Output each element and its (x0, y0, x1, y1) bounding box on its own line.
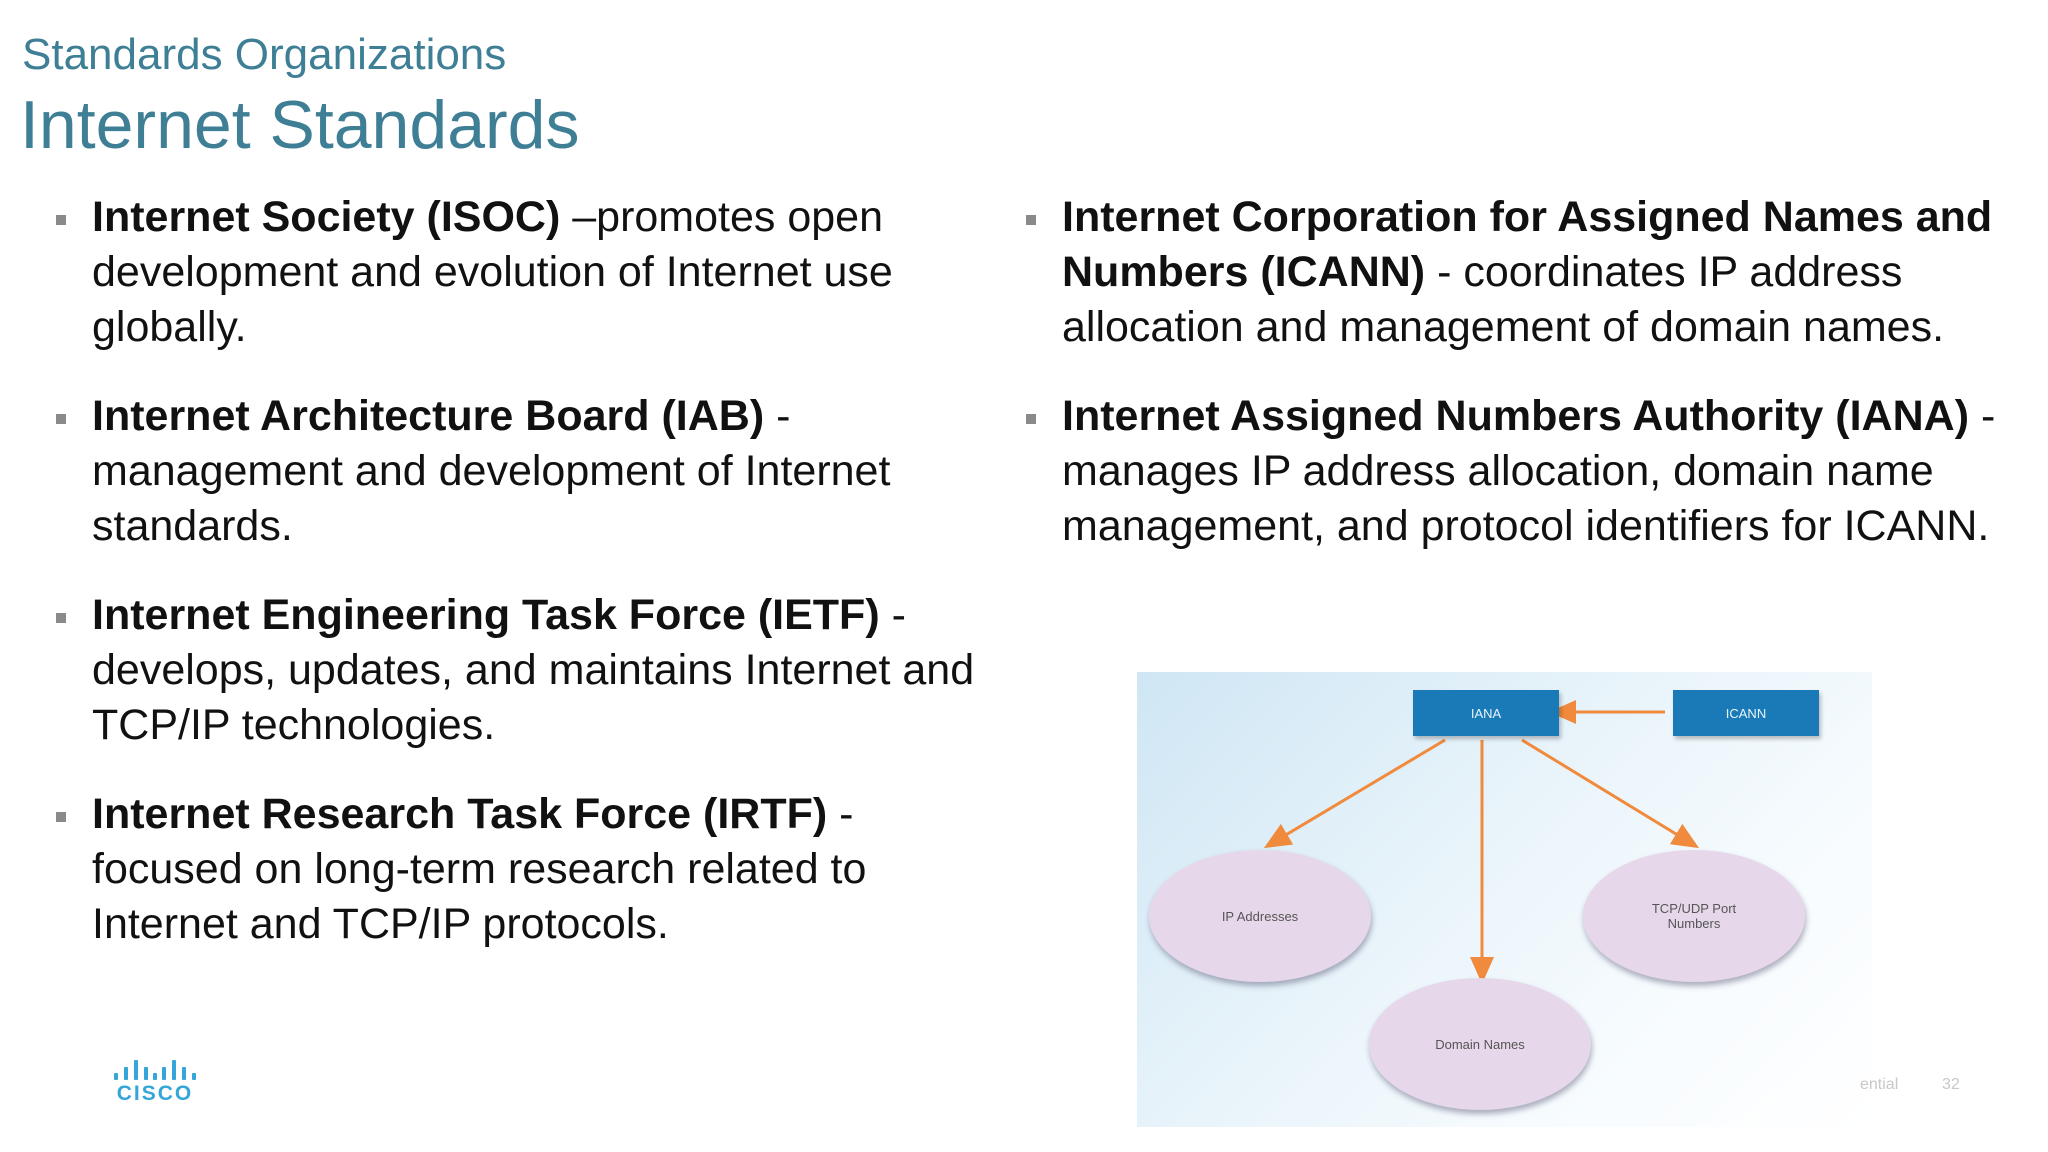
bullet-square-icon (1026, 414, 1036, 424)
bullet-square-icon (1026, 215, 1036, 225)
domain-names-node: Domain Names (1369, 978, 1591, 1110)
bullet-term: Internet Assigned Numbers Authority (IAN… (1062, 392, 1970, 440)
cisco-bars-icon (112, 1058, 198, 1080)
bullet-desc: –promotes open development and evolution… (92, 193, 893, 351)
footer-confidential: ential (1860, 1076, 1899, 1093)
bullet-iab: Internet Architecture Board (IAB) - mana… (52, 389, 982, 554)
bullet-square-icon (56, 414, 66, 424)
arrow-iana-to-ip (1263, 738, 1446, 849)
tcp-udp-port-numbers-node: TCP/UDP Port Numbers (1583, 850, 1805, 982)
cisco-logo-text: CISCO (116, 1082, 194, 1105)
right-bullet-list: Internet Corporation for Assigned Names … (1022, 190, 2002, 588)
icann-node: ICANN (1673, 690, 1819, 736)
cisco-logo: CISCO (112, 1058, 198, 1108)
ip-addresses-node: IP Addresses (1149, 850, 1371, 982)
bullet-square-icon (56, 812, 66, 822)
bullet-desc: - focused on long-term research related … (92, 790, 867, 948)
bullet-term: Internet Engineering Task Force (IETF) (92, 591, 880, 639)
bullet-term: Internet Research Task Force (IRTF) (92, 790, 828, 838)
bullet-desc: - management and development of Internet… (92, 392, 891, 550)
bullet-isoc: Internet Society (ISOC) –promotes open d… (52, 190, 982, 355)
bullet-term: Internet Architecture Board (IAB) (92, 392, 765, 440)
iana-diagram: IANA ICANN IP Addresses Domain Names TCP… (1137, 672, 1872, 1127)
bullet-square-icon (56, 215, 66, 225)
bullet-term: Internet Corporation for Assigned Names … (1062, 193, 1993, 296)
iana-node: IANA (1413, 690, 1559, 736)
left-bullet-list: Internet Society (ISOC) –promotes open d… (52, 190, 982, 986)
bullet-square-icon (56, 613, 66, 623)
arrow-iana-to-tcp (1521, 738, 1700, 849)
bullet-desc: - manages IP address allocation, domain … (1062, 392, 1996, 550)
page-number: 32 (1942, 1076, 1960, 1093)
bullet-term: Internet Society (ISOC) (92, 193, 561, 241)
diagram-arrows (1263, 700, 1700, 984)
slide-subtitle: Standards Organizations (22, 30, 507, 79)
slide-title: Internet Standards (20, 87, 580, 163)
bullet-desc: - develops, updates, and maintains Inter… (92, 591, 975, 749)
bullet-iana: Internet Assigned Numbers Authority (IAN… (1022, 389, 2002, 554)
bullet-desc: - coordinates IP address allocation and … (1062, 248, 1945, 351)
bullet-icann: Internet Corporation for Assigned Names … (1022, 190, 2002, 355)
bullet-ietf: Internet Engineering Task Force (IETF) -… (52, 588, 982, 753)
bullet-irtf: Internet Research Task Force (IRTF) - fo… (52, 787, 982, 952)
